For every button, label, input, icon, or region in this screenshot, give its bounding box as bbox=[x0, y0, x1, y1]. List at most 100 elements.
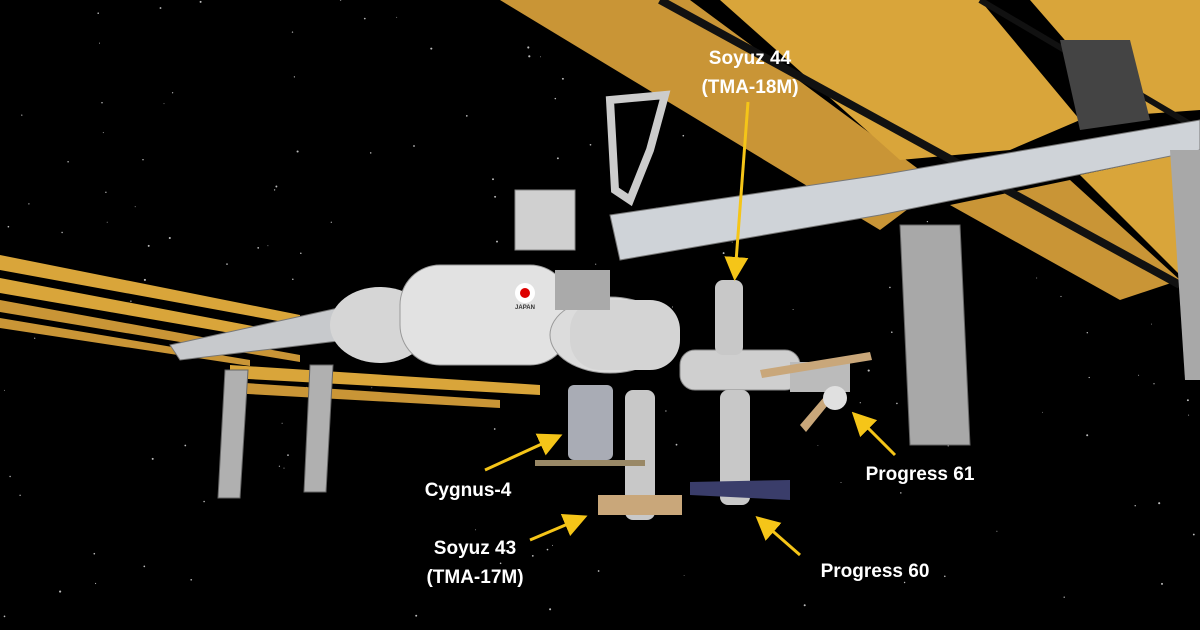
star bbox=[891, 331, 893, 333]
module-marking: JAPAN bbox=[515, 305, 535, 311]
star bbox=[9, 475, 11, 478]
star bbox=[1063, 596, 1065, 598]
star bbox=[28, 203, 30, 205]
star bbox=[203, 500, 205, 503]
star bbox=[722, 252, 725, 255]
star bbox=[163, 103, 165, 105]
star bbox=[95, 582, 97, 585]
star bbox=[944, 575, 946, 578]
star bbox=[493, 428, 496, 430]
star bbox=[475, 529, 477, 531]
star bbox=[130, 300, 132, 302]
radiator-left-2 bbox=[303, 364, 334, 493]
star bbox=[528, 55, 531, 58]
star bbox=[1086, 434, 1089, 437]
star bbox=[499, 562, 502, 565]
star bbox=[595, 263, 597, 265]
arrow-progress-60 bbox=[755, 516, 801, 557]
arrow-cygnus-4 bbox=[484, 433, 563, 472]
star bbox=[1188, 414, 1190, 416]
japan-flag-icon bbox=[520, 288, 530, 298]
star bbox=[93, 552, 96, 555]
star bbox=[226, 263, 228, 265]
star bbox=[1138, 374, 1140, 376]
star bbox=[465, 115, 468, 117]
star bbox=[330, 221, 332, 223]
star bbox=[430, 47, 433, 50]
star bbox=[1150, 323, 1152, 325]
progress-60-name: Progress 60 bbox=[820, 561, 930, 582]
arrow-soyuz-44 bbox=[724, 101, 750, 281]
progress-61-name: Progress 61 bbox=[865, 464, 975, 485]
star bbox=[415, 614, 418, 617]
star bbox=[947, 445, 949, 447]
star bbox=[1158, 502, 1161, 505]
star bbox=[281, 422, 283, 424]
star bbox=[1086, 332, 1089, 334]
star bbox=[803, 604, 806, 607]
star bbox=[300, 252, 302, 255]
star bbox=[494, 195, 497, 198]
star bbox=[546, 548, 549, 551]
soyuz-43-designation: (TMA-17M) bbox=[426, 567, 524, 588]
star bbox=[1153, 383, 1155, 385]
star bbox=[1186, 399, 1189, 402]
radiator-right bbox=[899, 224, 971, 446]
truss-right bbox=[609, 40, 1200, 261]
star bbox=[105, 191, 107, 193]
star bbox=[97, 12, 99, 14]
star bbox=[267, 245, 269, 247]
star bbox=[369, 152, 372, 154]
star bbox=[61, 231, 63, 234]
star bbox=[199, 0, 202, 3]
star bbox=[900, 492, 902, 494]
radiator-far-right bbox=[1170, 150, 1200, 380]
star bbox=[589, 143, 592, 146]
star bbox=[1036, 277, 1038, 279]
star bbox=[671, 306, 674, 308]
star bbox=[293, 76, 296, 78]
star bbox=[889, 286, 891, 289]
star bbox=[549, 608, 552, 611]
star bbox=[142, 158, 144, 161]
star bbox=[190, 578, 193, 581]
star bbox=[171, 92, 174, 94]
star bbox=[682, 134, 685, 137]
star bbox=[363, 17, 366, 20]
star bbox=[102, 132, 104, 134]
star bbox=[413, 145, 415, 147]
star bbox=[1192, 533, 1195, 536]
star bbox=[1088, 376, 1090, 379]
soyuz-44-name: Soyuz 44 bbox=[708, 48, 792, 69]
star bbox=[492, 178, 494, 181]
cygnus-4-name: Cygnus-4 bbox=[424, 480, 512, 501]
star bbox=[19, 494, 21, 496]
label-soyuz-44: Soyuz 44 (TMA-18M) bbox=[701, 44, 798, 102]
star bbox=[291, 31, 294, 33]
star bbox=[496, 240, 498, 243]
star bbox=[792, 309, 794, 310]
star bbox=[106, 221, 108, 223]
pressurized-modules: JAPAN bbox=[330, 90, 680, 374]
star bbox=[134, 206, 136, 208]
star bbox=[1042, 411, 1043, 413]
star bbox=[151, 457, 154, 460]
star bbox=[552, 544, 553, 546]
star bbox=[597, 570, 600, 572]
star bbox=[67, 161, 69, 163]
star bbox=[257, 247, 260, 249]
star bbox=[101, 102, 103, 104]
star bbox=[527, 46, 530, 49]
star bbox=[554, 97, 557, 100]
star bbox=[926, 220, 929, 223]
star bbox=[731, 241, 733, 243]
star bbox=[296, 150, 299, 153]
label-progress-60: Progress 60 bbox=[821, 557, 930, 586]
star bbox=[996, 530, 998, 532]
star bbox=[396, 16, 398, 18]
star bbox=[1134, 505, 1136, 507]
label-soyuz-43: Soyuz 43 (TMA-17M) bbox=[426, 534, 523, 592]
star bbox=[339, 0, 342, 1]
star bbox=[59, 590, 62, 593]
